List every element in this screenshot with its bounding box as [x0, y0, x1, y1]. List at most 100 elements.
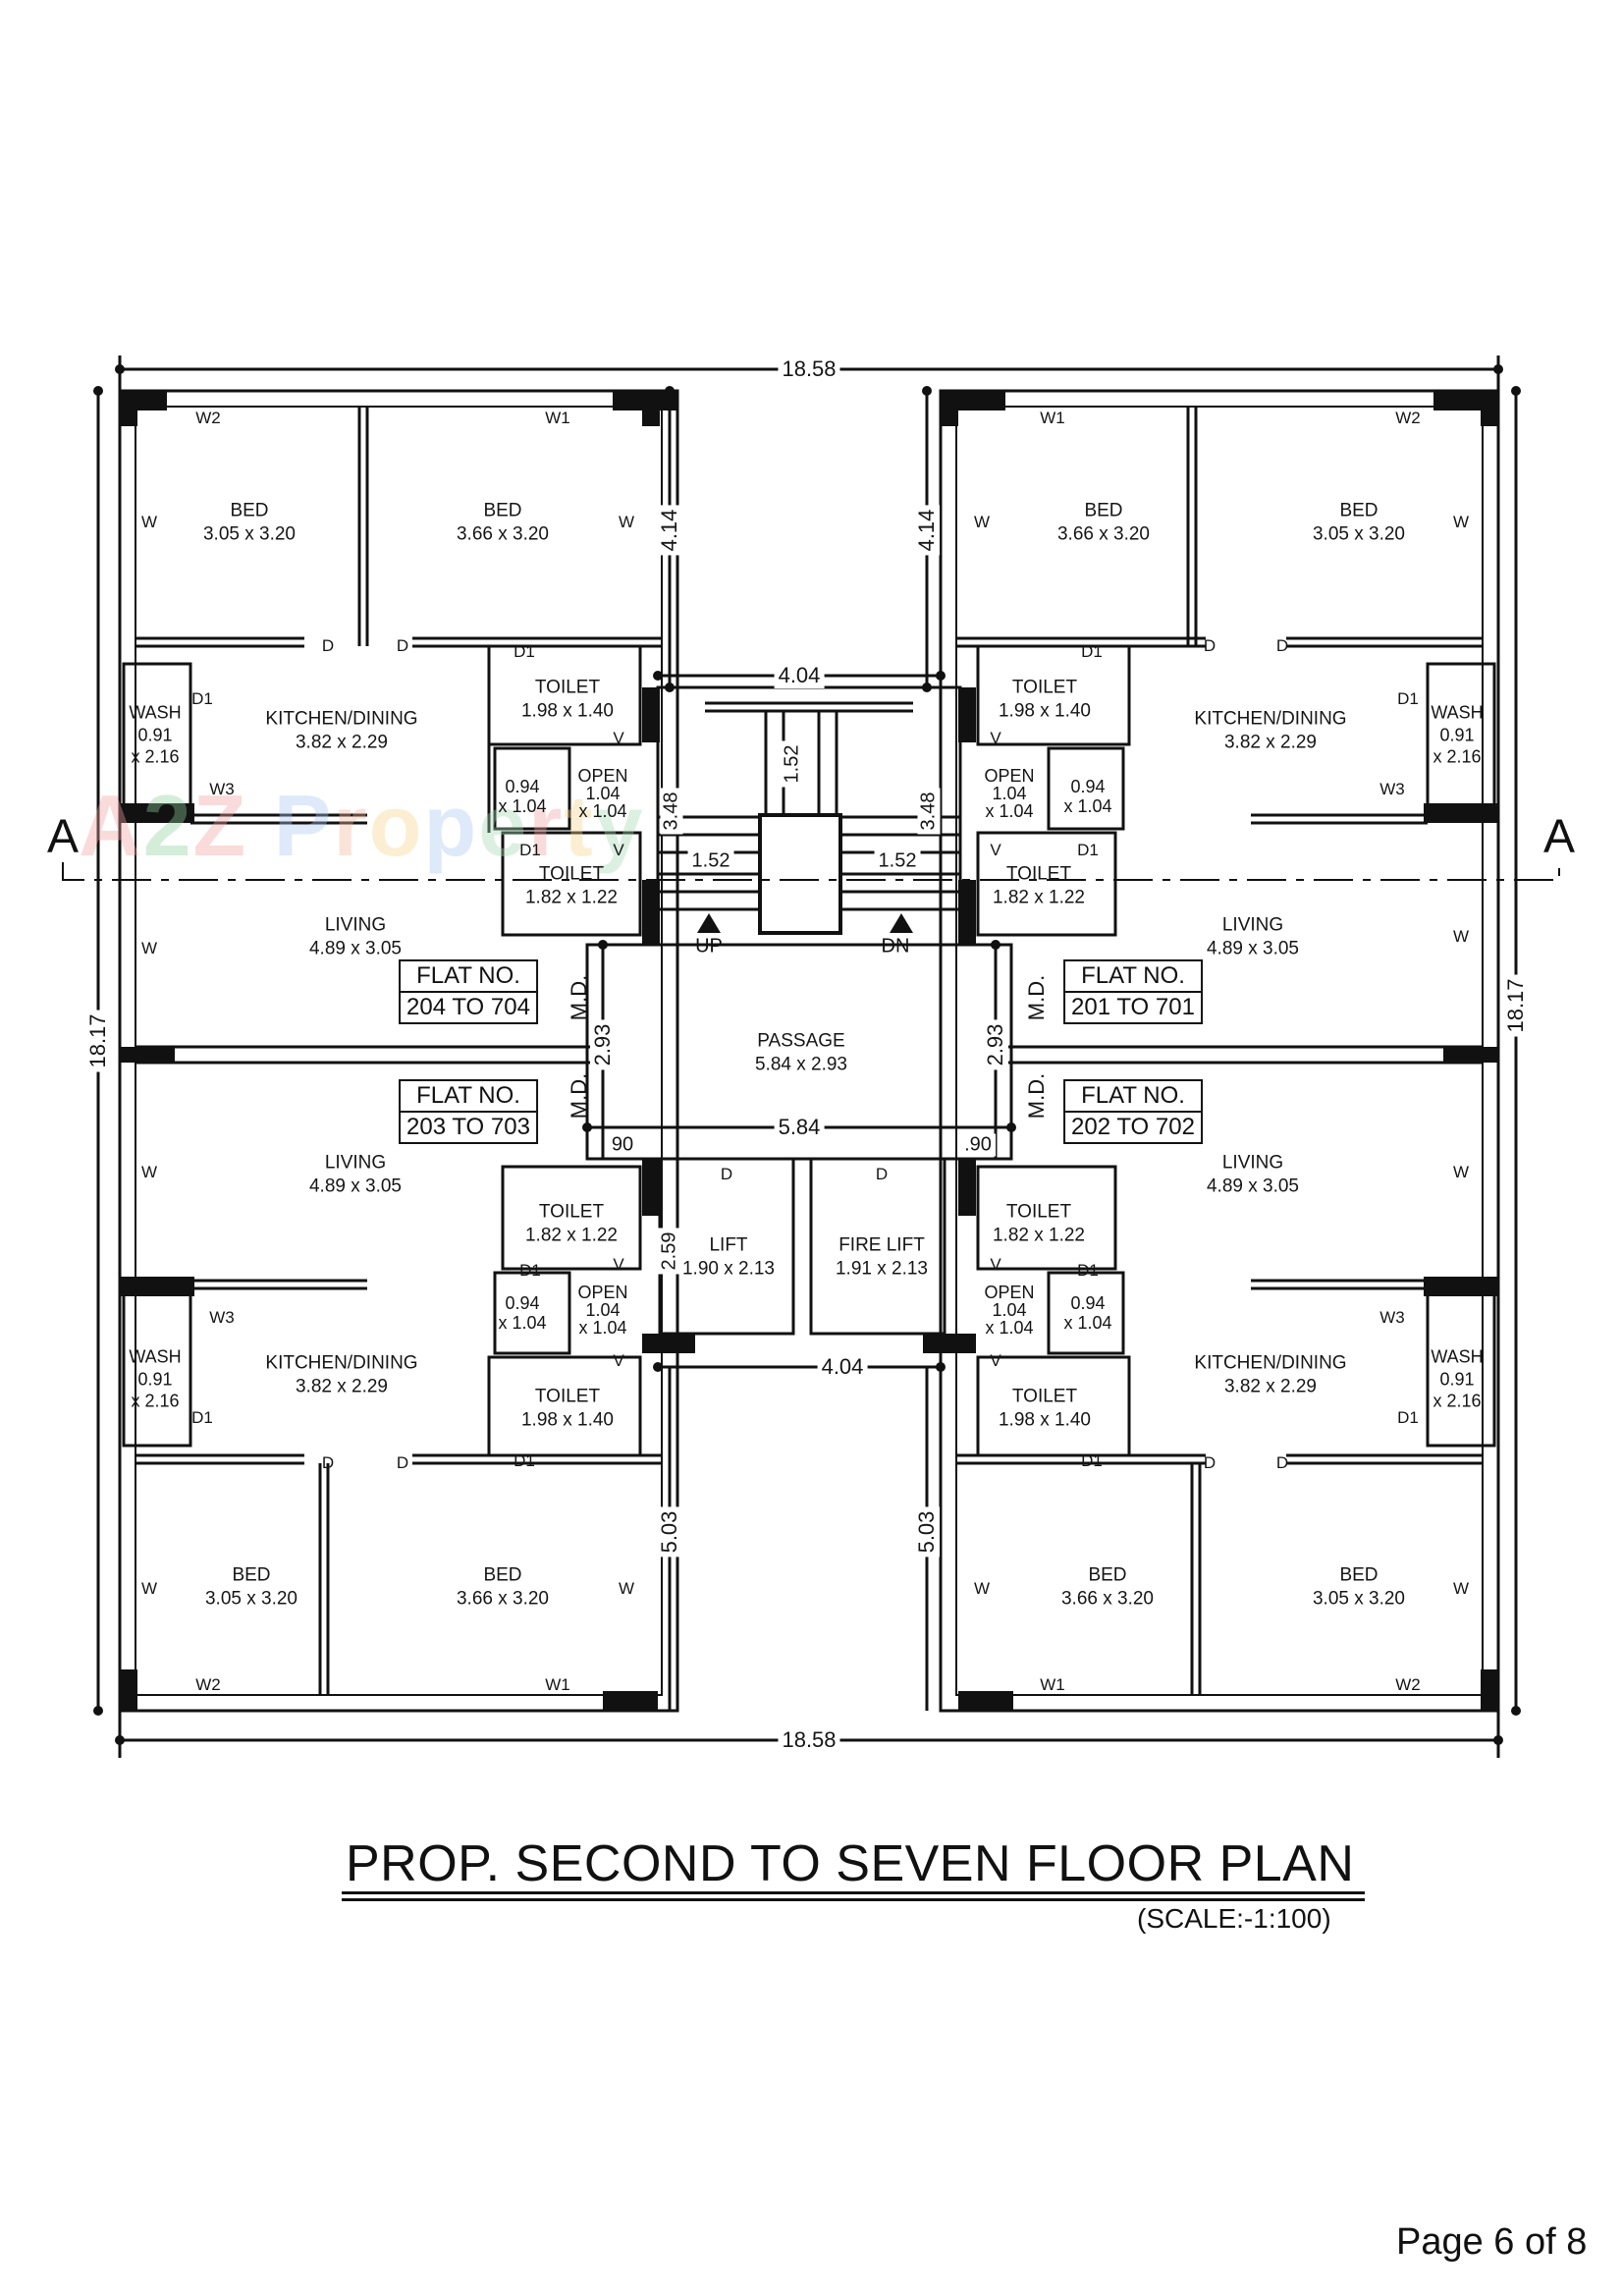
flat-number-box: FLAT NO.202 TO 702 — [1063, 1079, 1203, 1144]
door-tag: D1 — [514, 642, 535, 661]
room-name: OPEN — [577, 766, 628, 786]
flat-numbers: 201 TO 701 — [1065, 991, 1201, 1022]
main-door-tag: M.D. — [567, 1072, 591, 1120]
room-name: TOILET — [1005, 863, 1072, 885]
door-tag: D1 — [519, 841, 541, 859]
door-tag: D1 — [1077, 1261, 1099, 1280]
room-name: KITCHEN/DINING — [265, 1352, 418, 1374]
room-name: BED — [1088, 1564, 1127, 1586]
drawing-title: PROP. SECOND TO SEVEN FLOOR PLAN — [346, 1835, 1355, 1892]
room-size: x 1.04 — [578, 1318, 627, 1338]
room-name: OPEN — [577, 1283, 628, 1302]
dim-stair-flight: 1.52 — [781, 740, 804, 788]
room-size: 4.89 x 3.05 — [308, 1175, 403, 1196]
door-tag: D — [396, 1453, 409, 1472]
vent-tag: V — [990, 841, 1001, 859]
flat-number-box: FLAT NO.201 TO 701 — [1063, 959, 1203, 1024]
window-tag: W — [1452, 1579, 1470, 1598]
window-tag: W3 — [1379, 1308, 1405, 1327]
title-underline — [342, 1891, 1365, 1894]
door-tag: D — [1203, 636, 1216, 655]
window-tag: W — [140, 513, 158, 531]
window-tag: W2 — [195, 1675, 221, 1694]
window-tag: W3 — [1379, 780, 1405, 798]
room-name: WASH — [1431, 702, 1484, 723]
window-tag: W — [973, 1579, 991, 1598]
stair-down-label: DN — [881, 935, 910, 957]
room-size: 1.98 x 1.40 — [520, 700, 615, 721]
window-tag: W2 — [1395, 409, 1421, 427]
door-tag: D — [875, 1165, 889, 1183]
section-marker-left: A — [46, 810, 80, 863]
room-size: 3.05 x 3.20 — [1312, 523, 1406, 544]
room-size: x 1.04 — [1063, 796, 1112, 816]
room-size: 1.90 x 2.13 — [681, 1258, 776, 1279]
room-size: 3.05 x 3.20 — [204, 1588, 298, 1609]
door-tag: D1 — [191, 1408, 213, 1427]
door-tag: D1 — [1081, 642, 1103, 661]
room-fire-lift: FIRE LIFT 1.91 x 2.13 — [836, 1233, 928, 1281]
room-size: x 2.16 — [1433, 746, 1482, 767]
dim-duct-top-left: 4.14 — [657, 505, 682, 556]
door-tag: D — [321, 1453, 335, 1472]
dim-stair-depth-right: 3.48 — [917, 788, 941, 835]
room-size: 3.82 x 2.29 — [1223, 1376, 1318, 1396]
room-size: x 1.04 — [985, 801, 1034, 821]
dim-duct-bottom-right: 5.03 — [914, 1506, 940, 1558]
window-tag: W3 — [209, 1308, 235, 1327]
room-size: 1.04 — [992, 784, 1027, 803]
room-size: 3.82 x 2.29 — [1223, 732, 1318, 752]
drawing-scale: (SCALE:-1:100) — [1137, 1903, 1331, 1934]
room-name: OPEN — [984, 766, 1035, 786]
room-size: 0.94 — [1070, 1293, 1106, 1314]
room-name: TOILET — [534, 1386, 601, 1407]
title-underline — [342, 1898, 1365, 1901]
room-size: 4.89 x 3.05 — [1206, 938, 1300, 958]
room-size: 4.89 x 3.05 — [1206, 1175, 1300, 1196]
vent-tag: V — [613, 1351, 624, 1370]
window-tag: W — [1452, 1163, 1470, 1181]
room-size: 1.82 x 1.22 — [524, 1225, 619, 1245]
room-size: 3.66 x 3.20 — [456, 523, 550, 544]
room-size: 3.66 x 3.20 — [456, 1588, 550, 1609]
door-tag: D — [1203, 1453, 1216, 1472]
dim-lift-depth: 2.59 — [658, 1228, 681, 1275]
room-name: KITCHEN/DINING — [1194, 708, 1347, 730]
window-tag: W1 — [545, 1675, 570, 1694]
room-name: BED — [1339, 1564, 1379, 1586]
room-size: 1.82 x 1.22 — [992, 1225, 1086, 1245]
room-size: 5.84 x 2.93 — [754, 1054, 848, 1074]
vent-tag: V — [613, 1255, 624, 1274]
door-tag: D — [1275, 1453, 1289, 1472]
room-name: LIVING — [1221, 914, 1284, 936]
window-tag: W — [140, 1579, 158, 1598]
room-size: x 1.04 — [498, 1313, 547, 1333]
window-tag: W — [618, 513, 635, 531]
dim-offset-left: 90 — [607, 1133, 638, 1157]
room-name: TOILET — [1011, 677, 1078, 698]
window-tag: W — [1452, 927, 1470, 946]
room-size: 0.94 — [1070, 777, 1106, 797]
room-size: x 1.04 — [578, 801, 627, 821]
room-size: x 2.16 — [131, 1391, 180, 1411]
window-tag: W1 — [545, 409, 570, 427]
room-size: 0.91 — [1439, 1368, 1475, 1389]
room-size: 1.98 x 1.40 — [998, 1409, 1092, 1430]
room-size: x 1.04 — [985, 1318, 1034, 1338]
room-name: BED — [1084, 500, 1123, 521]
door-tag: D — [1275, 636, 1289, 655]
